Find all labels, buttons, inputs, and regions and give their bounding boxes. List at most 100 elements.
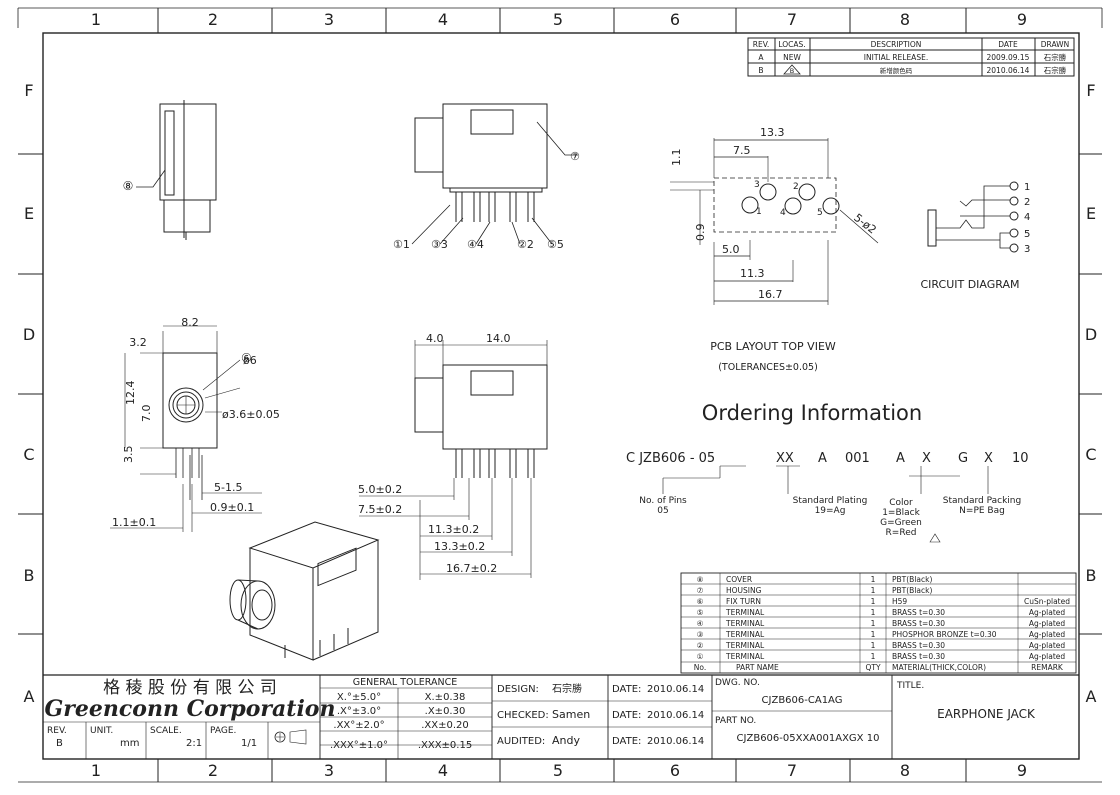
circuit-pin: 1 <box>1024 182 1030 193</box>
col-label: 5 <box>553 10 563 29</box>
bom-cell: PBT(Black) <box>892 575 932 584</box>
page-value: 1/1 <box>241 738 257 749</box>
frame <box>17 7 1103 783</box>
rev-cell: B <box>758 66 763 75</box>
pcb-dim: 16.7 <box>758 288 783 301</box>
bom-cell: Ag-plated <box>1029 652 1066 661</box>
bom-cell: H59 <box>892 597 907 606</box>
bom-cell: ⑥ <box>697 597 704 606</box>
audited-label: AUDITED: <box>497 736 545 747</box>
tolerance-angle: .X°±3.0° <box>337 706 381 717</box>
row-label: A <box>1086 687 1097 706</box>
rev-header: REV. <box>753 40 770 49</box>
callout: ④4 <box>467 238 484 251</box>
callout: ⑤5 <box>547 238 564 251</box>
bom-cell: BRASS t=0.30 <box>892 619 945 628</box>
col-label: 8 <box>900 761 910 780</box>
rev-cell: A <box>758 53 764 62</box>
bom-cell: TERMINAL <box>725 619 765 628</box>
checked-value: Samen <box>552 708 590 721</box>
bom-cell: ⑧ <box>697 575 704 584</box>
bom-cell: FIX TURN <box>726 597 761 606</box>
row-label: D <box>23 325 35 344</box>
front-dim: 5-1.5 <box>214 481 242 494</box>
top-dim: 16.7±0.2 <box>446 562 497 575</box>
note-plating: 19=Ag <box>815 506 846 516</box>
row-label: C <box>23 445 34 464</box>
note-packing: Standard Packing <box>943 496 1021 506</box>
callout: ②2 <box>517 238 534 251</box>
col-label: 6 <box>670 761 680 780</box>
tolerance-angle: .XXX°±1.0° <box>330 740 388 751</box>
bom-cell: PBT(Black) <box>892 586 932 595</box>
order-code: X <box>922 451 931 466</box>
tolerance-linear: X.±0.38 <box>425 692 466 703</box>
rev-header: DRAWN <box>1041 40 1069 49</box>
rev-header: DATE <box>998 40 1018 49</box>
page-label: PAGE. <box>210 726 236 736</box>
bom-cell: PHOSPHOR BRONZE t=0.30 <box>892 630 997 639</box>
circuit-pin: 4 <box>1024 212 1030 223</box>
col-label: 4 <box>438 10 448 29</box>
col-label: 6 <box>670 10 680 29</box>
pcb-dim: 7.5 <box>733 144 751 157</box>
row-label: F <box>24 81 33 100</box>
col-label: 2 <box>208 10 218 29</box>
circuit-pin: 5 <box>1024 229 1030 240</box>
tolerance-header: GENERAL TOLERANCE <box>353 677 458 688</box>
rev-cell: 2010.06.14 <box>987 66 1030 75</box>
rev-value: B <box>56 738 63 749</box>
col-label: 4 <box>438 761 448 780</box>
top-dim: 11.3±0.2 <box>428 523 479 536</box>
col-label: 9 <box>1017 761 1027 780</box>
bom-cell: CuSn-plated <box>1024 597 1070 606</box>
pcb-dim: 0.9 <box>694 224 707 242</box>
bom-cell: TERMINAL <box>725 608 765 617</box>
title-label: TITLE. <box>896 681 924 691</box>
unit-value: mm <box>120 738 139 749</box>
bom-cell: Ag-plated <box>1029 608 1066 617</box>
rev-cell: 石宗勝 <box>1044 65 1067 75</box>
audited-value: Andy <box>552 734 580 747</box>
note-pins: No. of Pins <box>639 496 687 506</box>
top-dim: 14.0 <box>486 332 511 345</box>
bom-cell: HOUSING <box>726 586 762 595</box>
pcb-dim: 5-ø2 <box>851 211 878 236</box>
top-dim: 4.0 <box>426 332 444 345</box>
date-label: DATE: <box>612 710 641 721</box>
col-label: 9 <box>1017 10 1027 29</box>
tolerance-linear: .XX±0.20 <box>421 720 469 731</box>
circuit-pin: 3 <box>1024 244 1030 255</box>
revision-table: REV. LOCAS. DESCRIPTION DATE DRAWN A NEW… <box>747 37 1075 77</box>
bom-cell: 1 <box>871 586 876 595</box>
pcb-tolerance: (TOLERANCES±0.05) <box>718 362 818 373</box>
pin-number: 5 <box>817 208 823 218</box>
tolerance-angle: X.°±5.0° <box>337 692 381 703</box>
front-dim: 3.2 <box>129 336 147 349</box>
unit-label: UNIT. <box>90 726 113 736</box>
circuit-label: CIRCUIT DIAGRAM <box>921 278 1020 291</box>
rev-cell: NEW <box>783 53 801 62</box>
pin-number: 3 <box>754 180 760 190</box>
row-label: F <box>1086 81 1095 100</box>
pin-number: 4 <box>780 208 786 218</box>
front-dim: 3.5 <box>122 446 135 464</box>
callout: ①1 <box>393 238 410 251</box>
date-value: 2010.06.14 <box>647 710 704 721</box>
circuit-diagram: 1 2 4 5 3 CIRCUIT DIAGRAM <box>921 181 1030 291</box>
bom-cell: 1 <box>871 652 876 661</box>
top-view-dims: 4.0 14.0 5.0±0.2 7.5±0.2 11.3±0.2 13.3±0… <box>358 332 548 580</box>
bom-cell: 1 <box>871 597 876 606</box>
col-label: 2 <box>208 761 218 780</box>
bom-header: QTY <box>865 663 880 672</box>
pcb-dim: 5.0 <box>722 243 740 256</box>
front-dim: ø3.6±0.05 <box>222 408 280 421</box>
bom-table <box>680 572 1077 674</box>
rev-cell: 石宗勝 <box>1044 52 1067 62</box>
tolerance-angle: .XX°±2.0° <box>333 720 384 731</box>
bom-cell: ④ <box>697 619 704 628</box>
tolerance-linear: .XXX±0.15 <box>418 740 472 751</box>
bom-header: PART NAME <box>736 663 779 672</box>
